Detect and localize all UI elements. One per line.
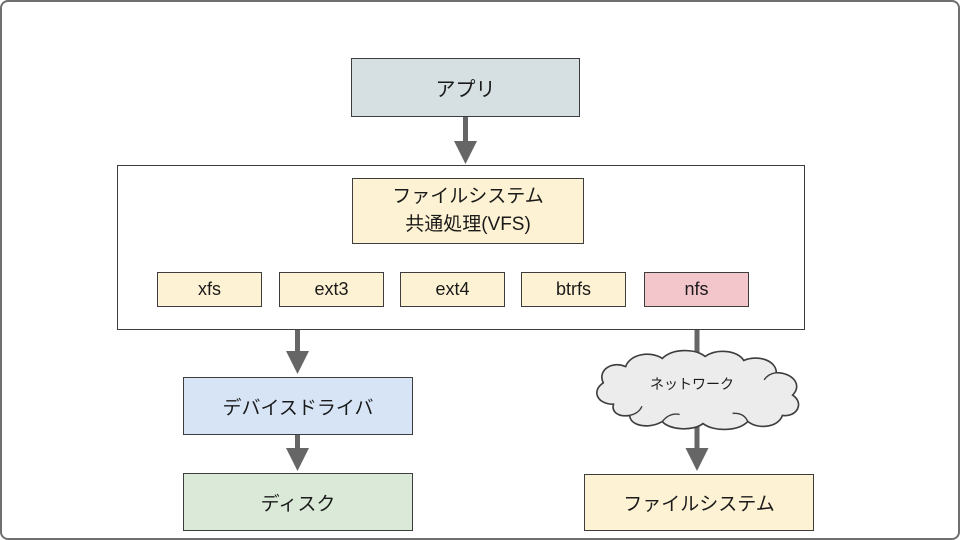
vfs-node: ファイルシステム 共通処理(VFS) [352,178,584,244]
fs-node-ext3-label: ext3 [314,279,349,299]
disk-node: ディスク [183,473,413,531]
fs-node-btrfs: btrfs [521,272,626,307]
remote-filesystem-node: ファイルシステム [584,474,814,531]
device-driver-node-label: デバイスドライバ [222,397,374,419]
fs-node-ext4: ext4 [400,272,505,307]
vfs-node-label-line2: 共通処理(VFS) [405,214,531,235]
device-driver-node: デバイスドライバ [183,377,413,435]
arrow-app-to-vfs [454,116,477,164]
fs-node-ext3: ext3 [279,272,384,307]
arrow-device-driver-to-disk [286,435,309,471]
vfs-node-label-line1: ファイルシステム [392,186,544,207]
fs-node-nfs: nfs [644,272,749,307]
fs-node-xfs-label: xfs [197,279,221,299]
network-cloud: ネットワーク [587,346,815,436]
remote-filesystem-node-label: ファイルシステム [623,494,775,515]
fs-node-xfs: xfs [157,272,262,307]
app-node: アプリ [351,58,580,117]
arrow-vfs-to-device-driver [286,330,309,374]
fs-node-nfs-label: nfs [684,279,709,299]
fs-node-btrfs-label: btrfs [555,279,591,299]
app-node-label: アプリ [435,79,496,101]
fs-node-ext4-label: ext4 [435,279,470,299]
network-cloud-label: ネットワーク [650,376,734,392]
disk-node-label: ディスク [260,493,336,515]
